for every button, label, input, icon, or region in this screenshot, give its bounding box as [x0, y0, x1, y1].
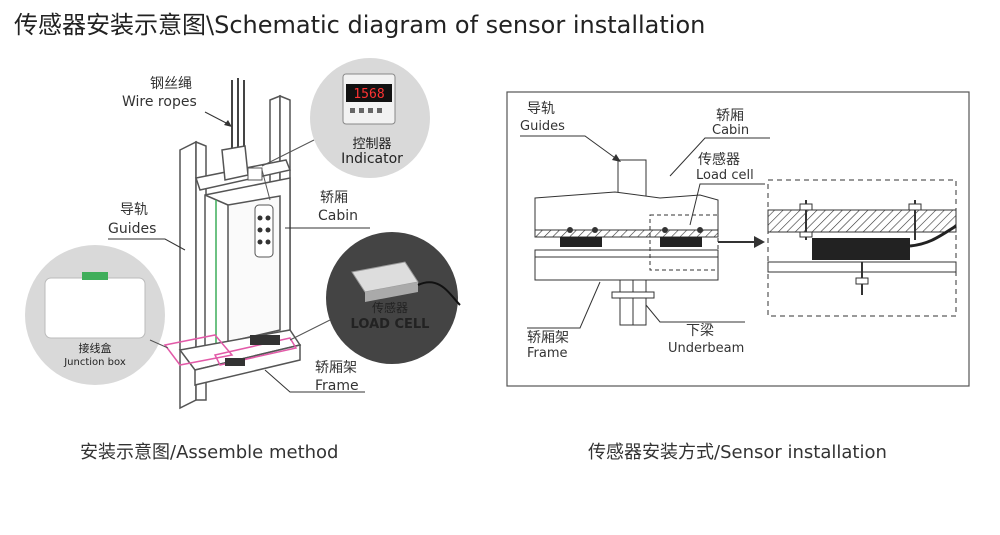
detail-selection	[649, 214, 719, 271]
r-guides-label-en: Guides	[520, 119, 565, 134]
detail-view	[767, 179, 957, 317]
junction-box-label-en: Junction box	[63, 357, 126, 368]
sensor-installation-diagram: 导轨 Guides 轿厢 Cabin 传感器 Load cell 轿厢架 Fra…	[506, 91, 970, 463]
cabin-label-cn: 轿厢	[320, 190, 348, 206]
control-panel	[254, 204, 274, 258]
assemble-caption: 安装示意图/Assemble method	[80, 442, 338, 463]
r-cabin-label-cn: 轿厢	[716, 108, 744, 124]
load-cell-label-cn: 传感器	[372, 300, 408, 315]
guides-label-en: Guides	[108, 221, 156, 237]
frame-top-plate	[534, 249, 719, 258]
r-underbeam-label-cn: 下梁	[686, 323, 714, 339]
r-cabin-label-en: Cabin	[712, 123, 749, 138]
indicator-label-en: Indicator	[341, 151, 403, 167]
frame-label-en: Frame	[315, 378, 359, 394]
indicator-unit-small	[247, 167, 263, 181]
guide-column	[617, 159, 647, 199]
load-cell-label-en: LOAD CELL	[351, 317, 430, 332]
r-sensor-label-en: Load cell	[696, 168, 754, 183]
cabin-box	[204, 177, 291, 356]
junction-box-label-cn: 接线盒	[79, 341, 112, 355]
frame-label-cn: 轿厢架	[315, 360, 357, 376]
diagram-border	[506, 91, 970, 387]
guides-label-cn: 导轨	[120, 202, 148, 218]
r-frame-label-en: Frame	[527, 346, 568, 361]
top-crossbeam	[195, 145, 292, 191]
r-guides-label-cn: 导轨	[527, 101, 555, 117]
detail-load-cell	[812, 238, 910, 260]
cabin-label-en: Cabin	[318, 208, 358, 224]
assemble-diagram: 1568 控制器 Indicator 传感器 LOAD CELL 接线盒 Jun…	[25, 58, 461, 463]
indicator-callout: 1568 控制器 Indicator	[261, 58, 430, 178]
load-cell-left	[560, 237, 602, 247]
junction-box-device	[44, 277, 146, 339]
load-cell-mounted	[225, 358, 245, 366]
cabin-plate	[534, 229, 719, 238]
r-underbeam-label-en: Underbeam	[668, 341, 744, 356]
r-frame-label-cn: 轿厢架	[527, 330, 569, 346]
r-sensor-label-cn: 传感器	[698, 151, 740, 168]
load-cell-callout: 传感器 LOAD CELL	[289, 232, 461, 364]
indicator-display: 1568	[353, 87, 384, 102]
indicator-label-cn: 控制器	[352, 137, 391, 152]
wire-ropes-label-cn: 钢丝绳	[150, 76, 192, 92]
arrow-to-detail	[754, 236, 765, 248]
load-cell-right	[660, 237, 702, 247]
junction-box-callout: 接线盒 Junction box	[25, 245, 169, 385]
installation-caption: 传感器安装方式/Sensor installation	[588, 442, 887, 463]
wire-ropes-label-en: Wire ropes	[122, 94, 197, 110]
load-cell-mounted	[250, 335, 280, 345]
page-title: 传感器安装示意图\Schematic diagram of sensor ins…	[14, 11, 705, 39]
